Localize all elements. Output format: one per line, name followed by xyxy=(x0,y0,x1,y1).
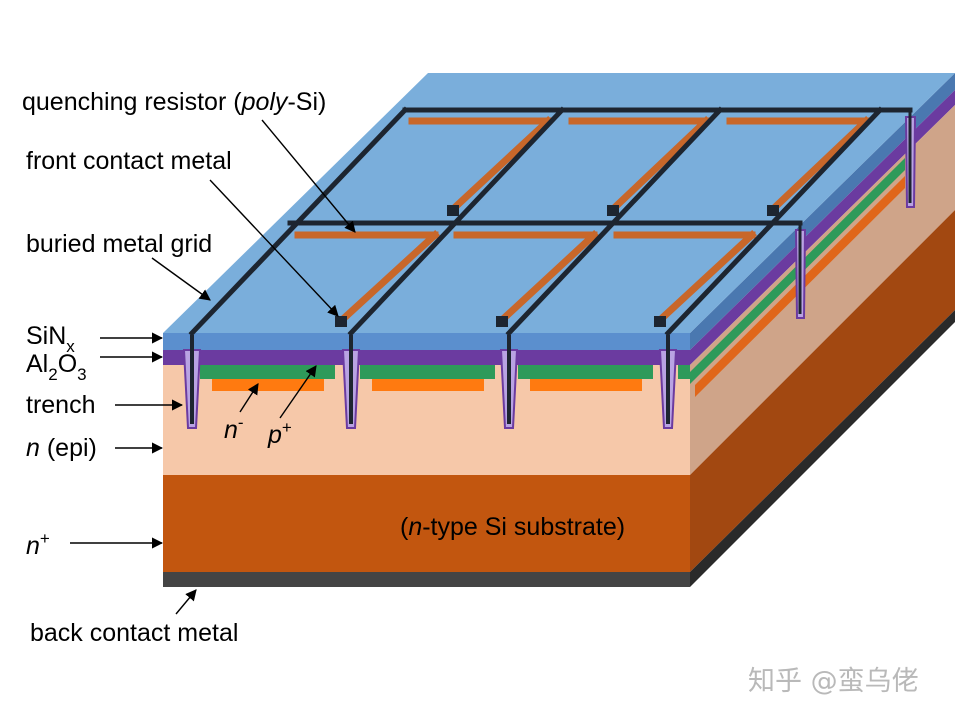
arrow-front-contact-metal xyxy=(209,179,339,317)
arrows xyxy=(70,119,356,615)
p-plus-region-2 xyxy=(360,365,495,379)
label-buried-metal-grid: buried metal grid xyxy=(26,230,212,258)
back-metal-side-face xyxy=(690,310,955,587)
label-n-minus: n- xyxy=(224,413,244,444)
sinx-front-face xyxy=(163,333,690,350)
label-trench: trench xyxy=(26,391,95,419)
al2o3-front-face xyxy=(163,350,690,365)
label-quenching-resistor: quenching resistor (poly-Si) xyxy=(22,88,326,116)
front-contact-pads xyxy=(335,205,779,327)
resistor-back-diag-1 xyxy=(447,116,553,215)
resistor-back-diag-3 xyxy=(767,116,871,215)
contact-pad-4 xyxy=(335,316,347,327)
contact-pad-2 xyxy=(607,205,619,216)
contact-pad-1 xyxy=(447,205,459,216)
sinx-side-face xyxy=(690,73,955,350)
label-front-contact-metal: front contact metal xyxy=(26,147,232,175)
label-al2o3: Al2O3 xyxy=(26,350,87,384)
substrate-side-face xyxy=(690,210,955,572)
substrate-front-face xyxy=(163,475,690,572)
resistor-back-diag-2 xyxy=(607,116,711,215)
labels: quenching resistor (poly-Si) front conta… xyxy=(22,88,625,647)
back-metal-front-face xyxy=(163,572,690,587)
arrow-p-plus xyxy=(279,365,317,419)
label-n-plus: n+ xyxy=(26,529,50,560)
doped-regions xyxy=(200,365,690,391)
resistor-front-diag-2 xyxy=(497,230,599,325)
n-minus-region-3 xyxy=(530,379,642,391)
trenches xyxy=(182,110,917,429)
label-substrate: (n-type Si substrate) xyxy=(400,513,625,541)
n-minus-region-2 xyxy=(372,379,484,391)
arrow-back-contact-metal xyxy=(175,589,197,615)
al2o3-side-face xyxy=(690,90,955,365)
grid-diag-2 xyxy=(347,106,566,337)
p-plus-region-4 xyxy=(678,365,690,379)
contact-pad-5 xyxy=(496,316,508,327)
arrow-buried-metal-grid xyxy=(151,257,211,301)
top-surface xyxy=(163,73,955,333)
arrow-quenching-resistor xyxy=(261,119,356,233)
watermark: 知乎 @蛮乌佬 xyxy=(748,666,919,697)
resistor-front-diag-1 xyxy=(337,230,440,325)
grid-diag-4 xyxy=(664,106,884,337)
grid-diag-3 xyxy=(505,106,724,337)
label-sinx: SiNx xyxy=(26,322,75,356)
resistor-front-diag-3 xyxy=(655,230,757,325)
label-p-plus: p+ xyxy=(267,418,292,449)
p-plus-region-3 xyxy=(518,365,653,379)
grid-diag-1 xyxy=(188,106,409,337)
quenching-resistors xyxy=(294,116,871,325)
arrow-n-minus xyxy=(239,383,259,413)
label-back-contact-metal: back contact metal xyxy=(30,619,238,647)
n-minus-region-1 xyxy=(212,379,324,391)
contact-pad-6 xyxy=(654,316,666,327)
p-plus-region-1 xyxy=(200,365,335,379)
contact-pad-3 xyxy=(767,205,779,216)
label-n-epi: n (epi) xyxy=(26,434,97,462)
buried-metal-grid xyxy=(188,106,913,337)
